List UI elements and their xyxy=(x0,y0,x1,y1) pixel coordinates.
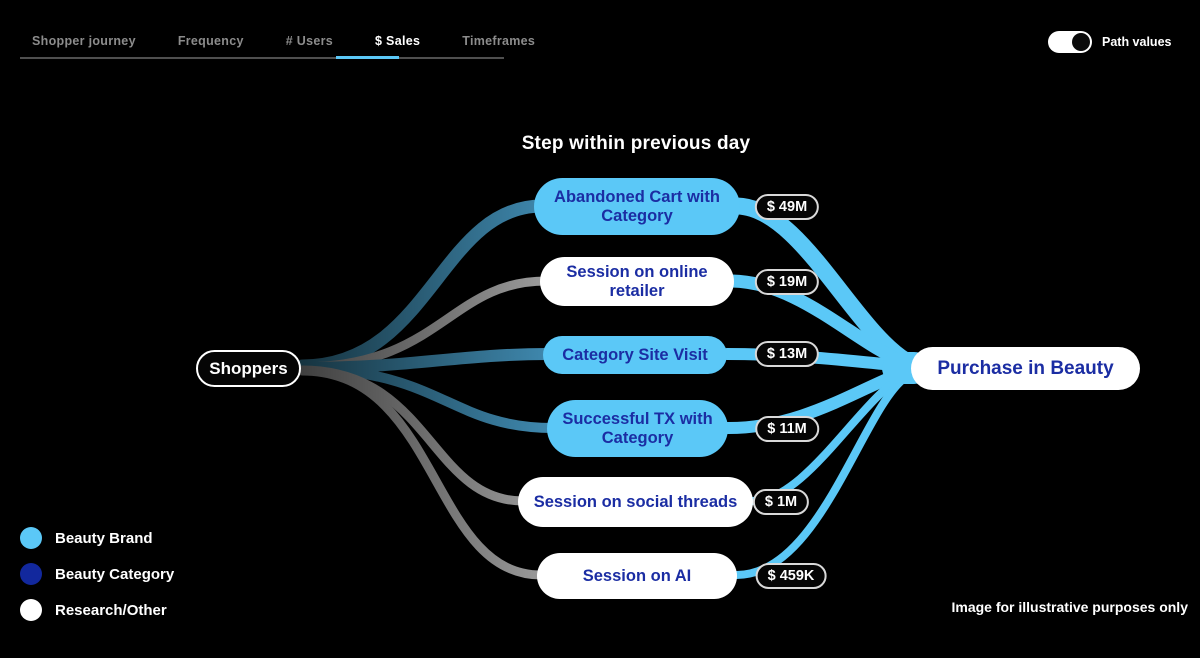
beauty-category-swatch-icon xyxy=(20,563,42,585)
node-abandoned-cart[interactable]: Abandoned Cart with Category xyxy=(534,178,740,235)
metric-tabbar: Shopper journey Frequency # Users $ Sale… xyxy=(32,34,535,48)
research-other-swatch-icon xyxy=(20,599,42,621)
value-badge-successful-tx: $ 11M xyxy=(755,416,819,442)
link-shoppers-abandoned-cart xyxy=(295,199,549,373)
active-tab-indicator xyxy=(336,56,399,59)
node-purchase-in-beauty[interactable]: Purchase in Beauty xyxy=(911,347,1140,390)
tab-frequency[interactable]: Frequency xyxy=(177,34,244,48)
node-online-retailer[interactable]: Session on online retailer xyxy=(540,257,734,306)
link-shoppers-successful-tx xyxy=(297,364,558,433)
tabbar-divider xyxy=(20,57,504,59)
node-successful-tx[interactable]: Successful TX with Category xyxy=(547,400,728,457)
value-badge-category-site-visit: $ 13M xyxy=(754,341,820,367)
disclaimer-text: Image for illustrative purposes only xyxy=(951,599,1188,615)
path-values-toggle[interactable] xyxy=(1048,31,1092,53)
node-social-threads[interactable]: Session on social threads xyxy=(518,477,753,527)
link-shoppers-session-ai xyxy=(297,366,546,580)
path-values-label: Path values xyxy=(1102,35,1172,49)
legend-item-beauty-brand: Beauty Brand xyxy=(20,527,174,549)
path-values-control: Path values xyxy=(1048,31,1171,53)
beauty-brand-swatch-icon xyxy=(20,527,42,549)
node-shoppers[interactable]: Shoppers xyxy=(196,350,301,387)
tab-sales[interactable]: $ Sales xyxy=(375,34,421,48)
legend-label: Beauty Category xyxy=(55,565,175,583)
tab-users[interactable]: # Users xyxy=(285,34,334,48)
value-badge-social-threads: $ 1M xyxy=(752,489,810,515)
tab-shopper-journey[interactable]: Shopper journey xyxy=(32,34,136,48)
value-badge-abandoned-cart: $ 49M xyxy=(754,194,820,220)
node-category-site-visit[interactable]: Category Site Visit xyxy=(543,336,727,374)
toggle-knob-icon xyxy=(1072,33,1090,51)
legend-item-research-other: Research/Other xyxy=(20,599,174,621)
node-session-ai[interactable]: Session on AI xyxy=(537,553,737,599)
legend-item-beauty-category: Beauty Category xyxy=(20,563,174,585)
legend: Beauty Brand Beauty Category Research/Ot… xyxy=(20,527,174,635)
legend-label: Research/Other xyxy=(55,601,167,619)
value-badge-session-ai: $ 459K xyxy=(755,563,827,589)
value-badge-online-retailer: $ 19M xyxy=(754,269,820,295)
legend-label: Beauty Brand xyxy=(55,529,153,547)
column-header: Step within previous day xyxy=(521,133,751,154)
tab-timeframes[interactable]: Timeframes xyxy=(462,34,536,48)
